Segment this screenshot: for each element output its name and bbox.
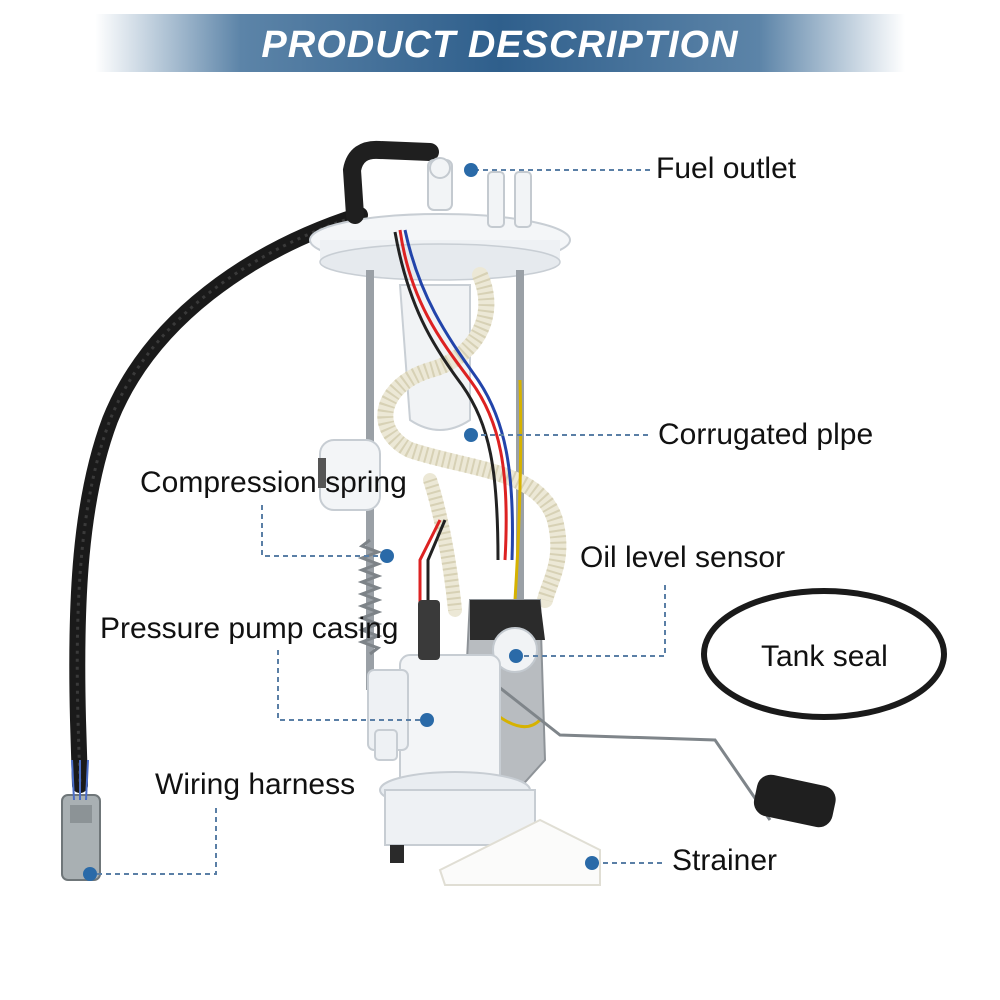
- wiring-harness-label: Wiring harness: [155, 768, 356, 801]
- strainer-sock: [438, 818, 601, 886]
- corrugated-pipe-marker: [464, 428, 478, 442]
- oil-level-sensor-marker: [509, 649, 523, 663]
- strainer-marker: [585, 856, 599, 870]
- compression-spring-coil: [357, 538, 383, 656]
- compression-spring-marker: [380, 549, 394, 563]
- pressure-pump-casing-label: Pressure pump casing: [100, 612, 399, 645]
- compression-spring-leader: [261, 505, 385, 557]
- pressure-pump-casing-marker: [420, 713, 434, 727]
- float: [753, 774, 836, 828]
- fuel-outlet-label: Fuel outlet: [656, 152, 797, 185]
- pressure-pump-casing-leader: [277, 650, 425, 721]
- title-banner: PRODUCT DESCRIPTION: [95, 14, 905, 72]
- tank-seal-ring: [701, 588, 947, 720]
- fuel-outlet-marker: [464, 163, 478, 177]
- wiring-harness-leader: [92, 808, 217, 875]
- oil-level-sensor-label: Oil level sensor: [580, 541, 786, 574]
- strainer-label: Strainer: [672, 844, 778, 877]
- banner-title: PRODUCT DESCRIPTION: [261, 24, 739, 66]
- compression-spring-label: Compression spring: [140, 466, 407, 499]
- corrugated-pipe-label: Corrugated plpe: [658, 418, 874, 451]
- oil-level-sensor-leader: [518, 585, 666, 657]
- wiring-harness-cable: [69, 207, 368, 793]
- tank-seal-label: Tank seal: [761, 640, 888, 673]
- wiring-harness-marker: [83, 867, 97, 881]
